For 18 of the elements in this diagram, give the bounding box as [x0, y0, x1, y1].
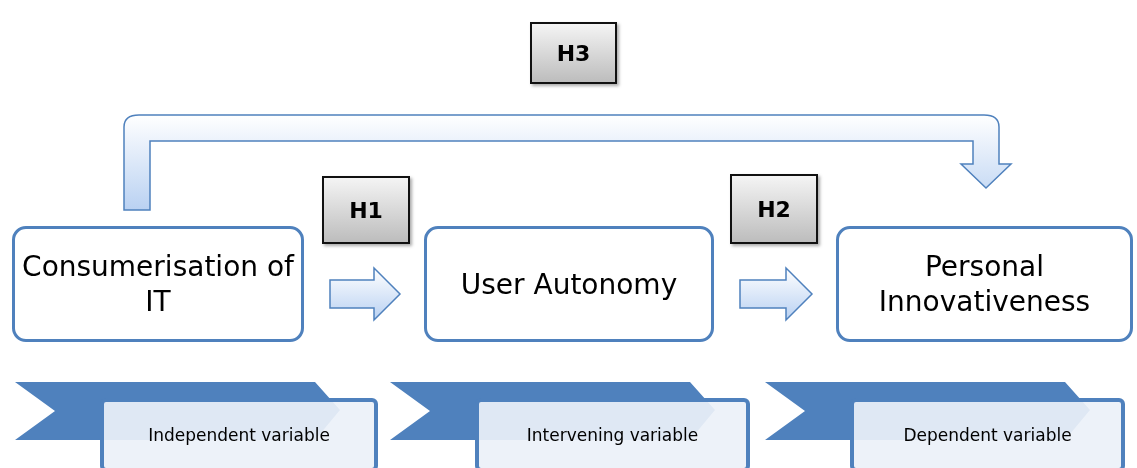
block-arrow	[329, 266, 402, 322]
hypothesis-label: H3	[530, 22, 617, 84]
process-box	[836, 226, 1133, 342]
block-arrow	[739, 266, 814, 322]
variable-banner	[390, 382, 750, 468]
node-label: User Autonomy	[460, 266, 678, 302]
variable-label: Independent variable	[148, 425, 330, 445]
variable-banner	[15, 382, 378, 468]
block-arrow	[123, 114, 1012, 211]
node-label: Consumerisation of IT	[21, 249, 296, 319]
hypothesis-label: H1	[322, 176, 410, 244]
node-label: Personal Innovativeness	[877, 249, 1092, 319]
variable-label: Dependent variable	[903, 425, 1072, 445]
variable-banner	[765, 382, 1125, 468]
process-box	[12, 226, 304, 342]
hypothesis-label: H2	[730, 174, 818, 244]
process-box	[424, 226, 714, 342]
variable-label: Intervening variable	[526, 425, 699, 445]
